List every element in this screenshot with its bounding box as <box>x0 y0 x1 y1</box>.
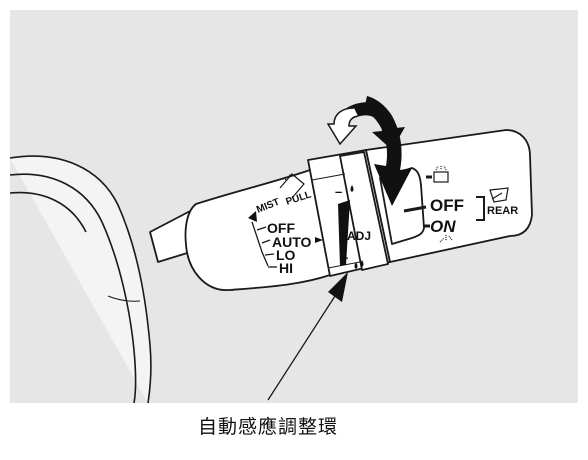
washer-lower-icon <box>439 235 453 243</box>
callout-arrow-icon <box>267 272 348 401</box>
selector-scale <box>251 221 277 268</box>
hi-label: HI <box>279 260 293 276</box>
rear-off-mark <box>403 205 427 213</box>
lo-label: LO <box>276 247 296 263</box>
rear-off-label: OFF <box>430 196 464 215</box>
minus-label: – <box>335 184 342 199</box>
wiper-mist-icon <box>279 173 305 199</box>
rear-label: REAR <box>487 205 518 217</box>
bracket <box>476 196 485 221</box>
rear-on-label: ON <box>430 217 456 236</box>
steering-column <box>9 155 152 404</box>
callout-label: 自動感應調整環 <box>197 416 338 438</box>
auto-label: AUTO <box>272 234 312 250</box>
rear-wiper-icon <box>489 187 509 203</box>
sensitivity-wedge <box>338 200 350 266</box>
washer-spray-icon <box>433 165 449 183</box>
auto-pointer-icon <box>315 237 323 243</box>
plus-label: + <box>342 253 348 265</box>
raindrops-heavy-icon <box>354 260 364 269</box>
up-pointer-icon <box>248 211 257 222</box>
adj-label: ADJ <box>347 229 371 243</box>
raindrop-icon <box>350 185 354 192</box>
big-turn-arrow-icon <box>364 96 412 206</box>
off-label: OFF <box>267 220 295 236</box>
